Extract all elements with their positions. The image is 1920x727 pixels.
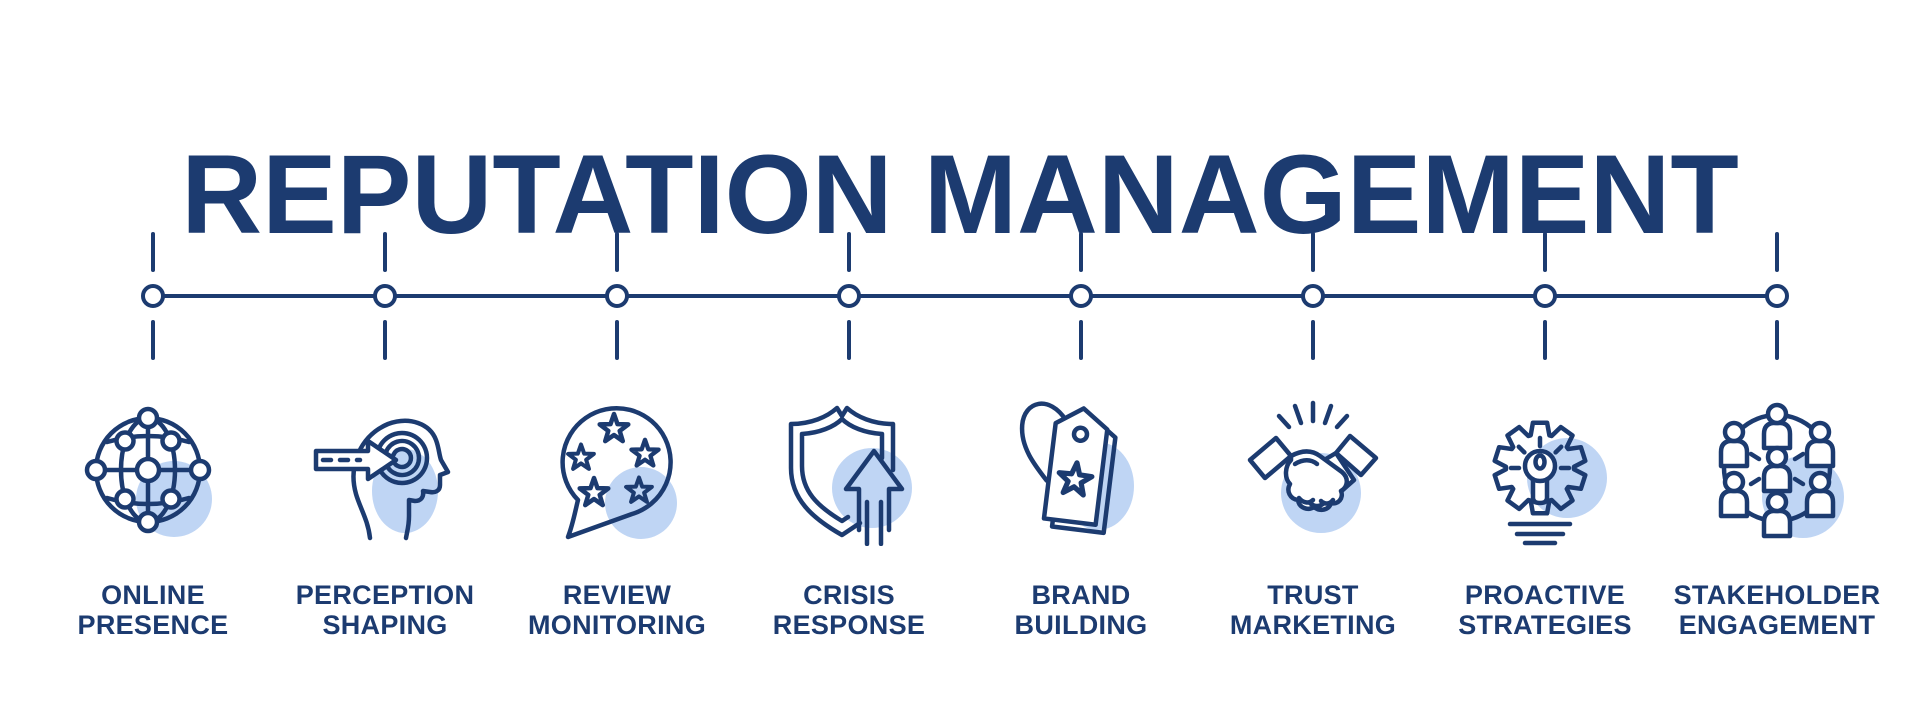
globe-network-icon <box>84 406 212 537</box>
item-review-monitoring: REVIEW MONITORING <box>501 232 733 640</box>
item-label: ONLINE PRESENCE <box>77 580 229 640</box>
item-online-presence: ONLINE PRESENCE <box>37 232 269 640</box>
tick-above <box>1543 232 1547 272</box>
item-trust-marketing: TRUST MARKETING <box>1197 232 1429 640</box>
speech-bubble-stars-icon <box>560 406 677 540</box>
tick-below <box>1543 320 1547 360</box>
shield-up-arrow-icon <box>788 405 912 546</box>
tick-above <box>615 232 619 272</box>
item-perception-shaping: PERCEPTION SHAPING <box>269 232 501 640</box>
item-label: TRUST MARKETING <box>1229 580 1397 640</box>
item-label: PROACTIVE STRATEGIES <box>1458 580 1632 640</box>
timeline-node <box>373 284 397 308</box>
item-stakeholder-engagement: STAKEHOLDER ENGAGEMENT <box>1661 232 1893 640</box>
gear-lightbulb-icon <box>1492 420 1607 546</box>
timeline-node <box>837 284 861 308</box>
tick-below <box>1079 320 1083 360</box>
tick-below <box>615 320 619 360</box>
tick-above <box>383 232 387 272</box>
tick-above <box>847 232 851 272</box>
timeline-node <box>605 284 629 308</box>
item-brand-building: BRAND BUILDING <box>965 232 1197 640</box>
item-label: STAKEHOLDER ENGAGEMENT <box>1673 580 1881 640</box>
timeline-node <box>141 284 165 308</box>
timeline-node <box>1301 284 1325 308</box>
tick-below <box>383 320 387 360</box>
timeline-node <box>1069 284 1093 308</box>
tick-below <box>151 320 155 360</box>
tick-above <box>151 232 155 272</box>
tick-above <box>1311 232 1315 272</box>
handshake-icon <box>1247 400 1379 533</box>
tick-above <box>1775 232 1779 272</box>
page-title: REPUTATION MANAGEMENT <box>181 132 1739 258</box>
item-label: PERCEPTION SHAPING <box>295 580 475 640</box>
item-label: BRAND BUILDING <box>1014 580 1148 640</box>
timeline-node <box>1765 284 1789 308</box>
timeline: ONLINE PRESENCE <box>37 232 1893 640</box>
timeline-connector-line <box>153 294 1777 298</box>
tick-below <box>1775 320 1779 360</box>
item-label: REVIEW MONITORING <box>528 580 706 640</box>
head-perception-arrow-icon <box>313 418 451 541</box>
item-proactive-strategies: PROACTIVE STRATEGIES <box>1429 232 1661 640</box>
price-tag-star-icon <box>1019 401 1134 536</box>
tick-above <box>1079 232 1083 272</box>
people-network-icon <box>1702 396 1844 546</box>
item-label: CRISIS RESPONSE <box>772 580 926 640</box>
item-crisis-response: CRISIS RESPONSE <box>733 232 965 640</box>
tick-below <box>1311 320 1315 360</box>
timeline-node <box>1533 284 1557 308</box>
tick-below <box>847 320 851 360</box>
